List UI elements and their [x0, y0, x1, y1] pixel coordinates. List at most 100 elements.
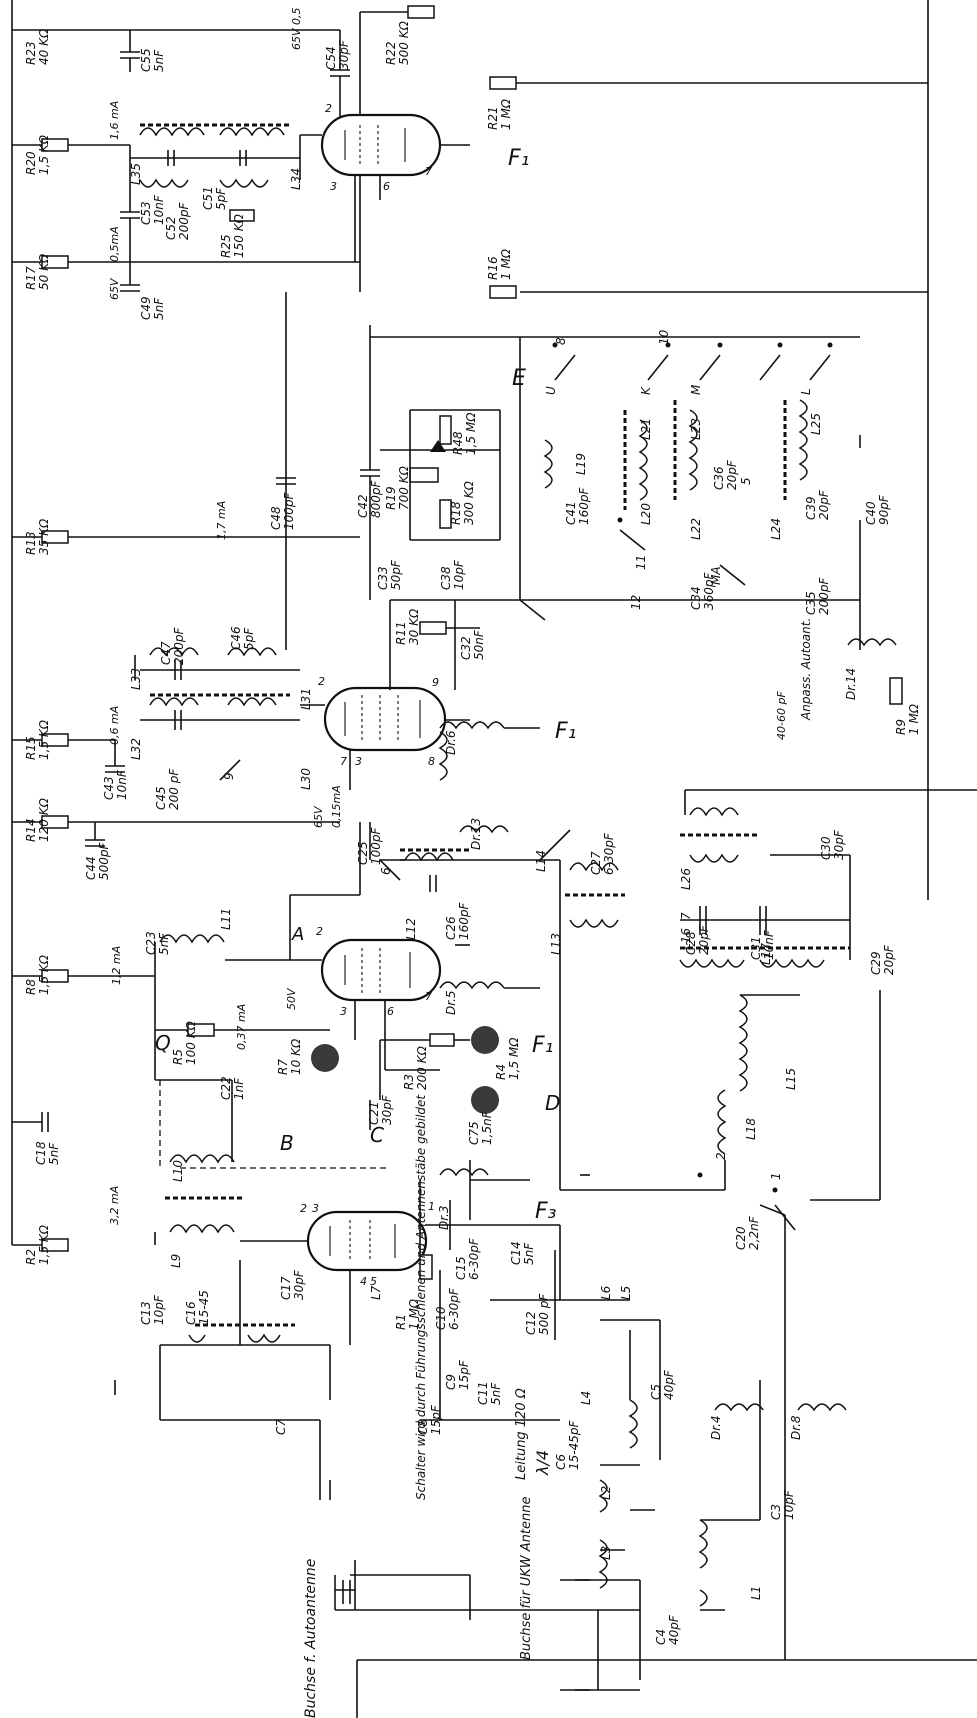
resistor-r2 [41, 1238, 69, 1252]
label-c52: C52200pF [164, 201, 191, 240]
label-c49: C495nF [139, 296, 166, 320]
label-l19: L19 [574, 453, 588, 475]
label-c18: C185nF [34, 1141, 61, 1165]
line-note: Leitung 120 Ω [514, 1388, 529, 1480]
label-r48: R481,5 MΩ [451, 412, 478, 455]
uhf-antenna-label: Buchse für UKW Antenne [519, 1497, 534, 1660]
switch-label-5: 8 [554, 337, 568, 345]
misc-wiring [239, 409, 861, 1620]
label-c34: C34360pF [689, 571, 716, 610]
l15-l18-coils [560, 990, 881, 1201]
label-l11: L11 [219, 908, 233, 930]
label-l6: L6 [599, 1285, 613, 1300]
label-c16: C1615-45 [184, 1290, 211, 1325]
v1-pin-3: 3 [312, 1202, 319, 1215]
switch-label-2: M [689, 384, 703, 395]
switch-label-3: MA [709, 566, 723, 585]
label-c30: C3030pF [819, 829, 846, 860]
car-antenna-label: Buchse f. Autoantenne [303, 1559, 319, 1718]
chokes [438, 638, 897, 1412]
cur-16: 1,6 mA [108, 101, 121, 140]
label-c26: C26160pF [444, 901, 471, 940]
label-l3: L3 [599, 1546, 613, 1560]
v4-pin-2: 2 [325, 102, 332, 115]
label-c75: C751,5nF [467, 1110, 494, 1145]
label-c9: C915pF [444, 1359, 471, 1390]
label-l33: L33 [129, 668, 143, 690]
label-c10: C106-30pF [434, 1287, 461, 1330]
label-r15: R151,5 KΩ [24, 719, 51, 760]
label-e: E [512, 366, 526, 391]
l16-l17-coils [679, 906, 851, 968]
label-r14: R14120 KΩ [24, 797, 51, 842]
label-c39: C3920pF [804, 489, 831, 520]
v1-pin-4: 4 [360, 1275, 367, 1288]
label-l9: L9 [169, 1254, 183, 1268]
if-transformer-mid [140, 500, 325, 730]
resistor-r14 [41, 815, 69, 829]
l19-l25-coils [370, 336, 860, 600]
switch-label-13: 6 [379, 867, 393, 875]
v4-pin-7: 7 [425, 165, 432, 178]
notes: Buchse f. Autoantenne Buchse für UKW Ant… [303, 618, 813, 1718]
label-c48: C48100pF [269, 491, 296, 530]
label-dr5: Dr.5 [444, 990, 458, 1015]
label-c54: C5430pF [324, 39, 351, 70]
capacitor-labels: C185nFC555nFC5310nFC495nFC52200pFC515pFC… [34, 39, 896, 1645]
line-symbol: λ/4 [533, 1450, 552, 1476]
trim-pot-r4 [471, 1026, 499, 1054]
tube-v3: 2 9 7 3 8 [318, 675, 470, 790]
label-c41: C41160pF [564, 486, 591, 525]
label-r13: R1335 KΩ [24, 518, 51, 555]
cur-17: 1,7 mA [215, 501, 228, 540]
label-r7: R710 KΩ [276, 1038, 303, 1075]
label-c40: C4090pF [864, 494, 891, 525]
label-c51: C515pF [201, 186, 228, 210]
label-c7: C7 [274, 1419, 288, 1435]
label-c35: C35200pF [804, 576, 831, 615]
label-r22: R22500 KΩ [384, 20, 411, 65]
label-r4: R41,5 MΩ [494, 1037, 521, 1080]
label-r17: R1750 KΩ [24, 253, 51, 290]
label-l18: L18 [744, 1118, 758, 1140]
v4-pin-3: 3 [330, 180, 337, 193]
switch-label-6: 9 [222, 772, 236, 780]
label-c47: C47200pF [159, 626, 186, 665]
label-dr13: Dr.13 [469, 818, 483, 850]
volt-65a: 65V [312, 805, 325, 828]
label-f3: F₃ [535, 1199, 557, 1224]
label-r3: R3200 KΩ [402, 1045, 429, 1090]
point-labels: F₁ E F₁ F₁ F₃ A B C D Q 3,2 mA 1,2 mA 0,… [108, 7, 576, 1225]
trim-pot-d [471, 1086, 499, 1114]
label-l2: L2 [599, 1486, 613, 1500]
label-c46: C465pF [229, 626, 256, 650]
label-l14: L14 [534, 850, 548, 872]
label-c36: C3620pF [712, 459, 739, 490]
v3-pin-3: 3 [355, 755, 362, 768]
label-c31: C3110nF [749, 929, 776, 960]
v1-pin-5: 5 [370, 1275, 377, 1288]
label-l30: L30 [299, 768, 313, 790]
v2-pin-7: 7 [425, 990, 432, 1003]
switches [219, 342, 833, 1231]
label-c53: C5310nF [139, 194, 166, 225]
label-c20: C202,2nF [734, 1215, 761, 1250]
label-l7: L7 [369, 1285, 383, 1300]
v3-pin-7: 8 [428, 755, 435, 768]
tube-v2: 2 3 6 7 [316, 925, 442, 1040]
trim-pot-r7 [311, 1044, 339, 1072]
label-l16: L16 [679, 928, 693, 950]
adapt-range: 40-60 pF [775, 691, 788, 740]
label-c15: C156-30pF [454, 1237, 481, 1280]
label-l25: L25 [809, 413, 823, 435]
label-c42: C42800pF [356, 479, 383, 518]
label-c14: C145nF [509, 1241, 536, 1265]
cur-015: 0,15mA [330, 785, 343, 828]
v3-pin-2: 2 [318, 675, 325, 688]
antenna-sockets [342, 1579, 590, 1691]
label-q: Q [155, 1031, 171, 1055]
